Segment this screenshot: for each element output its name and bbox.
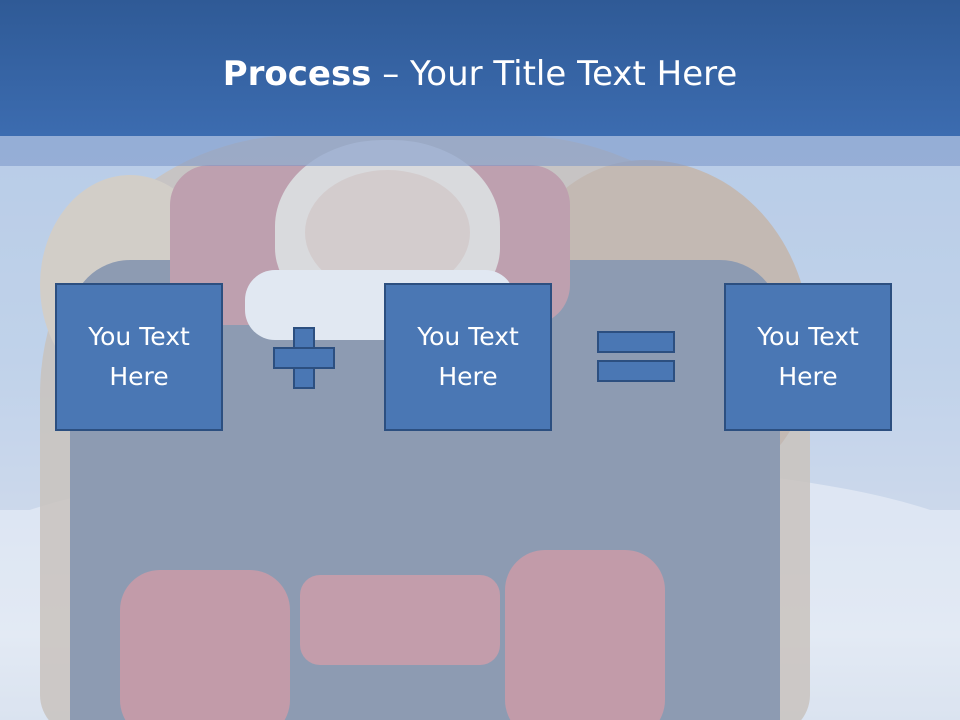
equals-bottom-bar	[597, 360, 675, 382]
plus-icon	[273, 327, 335, 389]
process-box-1[interactable]: You Text Here	[55, 283, 223, 431]
slide-title[interactable]: Process – Your Title Text Here	[0, 52, 960, 96]
process-box-1-label: You Text Here	[88, 322, 190, 391]
red-sleeve-left	[120, 570, 290, 720]
red-sleeve-right	[505, 550, 665, 720]
process-box-3-label: You Text Here	[757, 322, 859, 391]
equals-top-bar	[597, 331, 675, 353]
slide-title-bold: Process	[222, 54, 372, 94]
process-box-3[interactable]: You Text Here	[724, 283, 892, 431]
title-bar	[0, 0, 960, 136]
slide-title-rest: – Your Title Text Here	[371, 54, 738, 94]
process-box-2[interactable]: You Text Here	[384, 283, 552, 431]
title-bar-band	[0, 136, 960, 166]
red-pocket	[300, 575, 500, 665]
process-box-2-label: You Text Here	[417, 322, 519, 391]
